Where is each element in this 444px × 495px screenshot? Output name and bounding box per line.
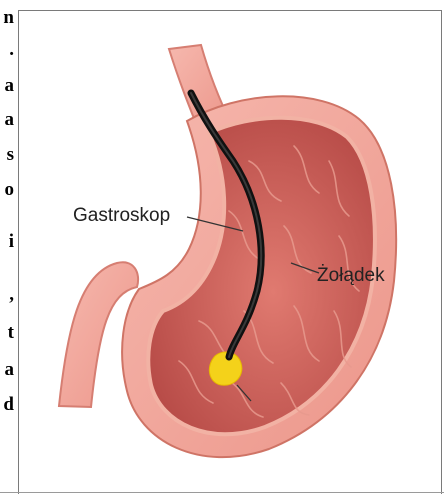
stomach-label: Żołądek (317, 265, 385, 286)
text-fragment: n (3, 8, 14, 27)
text-fragment: a (5, 76, 15, 95)
text-fragment: o (5, 180, 15, 199)
text-fragment: s (7, 145, 14, 164)
cropped-article-text: n . a a s o i , t a d (0, 0, 20, 495)
text-fragment: a (5, 110, 15, 129)
gastroscope-label: Gastroskop (73, 205, 170, 226)
text-fragment: , (9, 285, 14, 304)
text-fragment: a (5, 360, 15, 379)
text-fragment: t (8, 323, 14, 342)
figure-frame: Gastroskop Żołądek (18, 10, 442, 494)
stomach-gastroscopy-illustration: Gastroskop Żołądek (19, 11, 443, 495)
bottom-divider (0, 492, 444, 493)
text-fragment: d (3, 395, 14, 414)
text-fragment: i (9, 232, 14, 251)
text-fragment: . (9, 40, 14, 59)
